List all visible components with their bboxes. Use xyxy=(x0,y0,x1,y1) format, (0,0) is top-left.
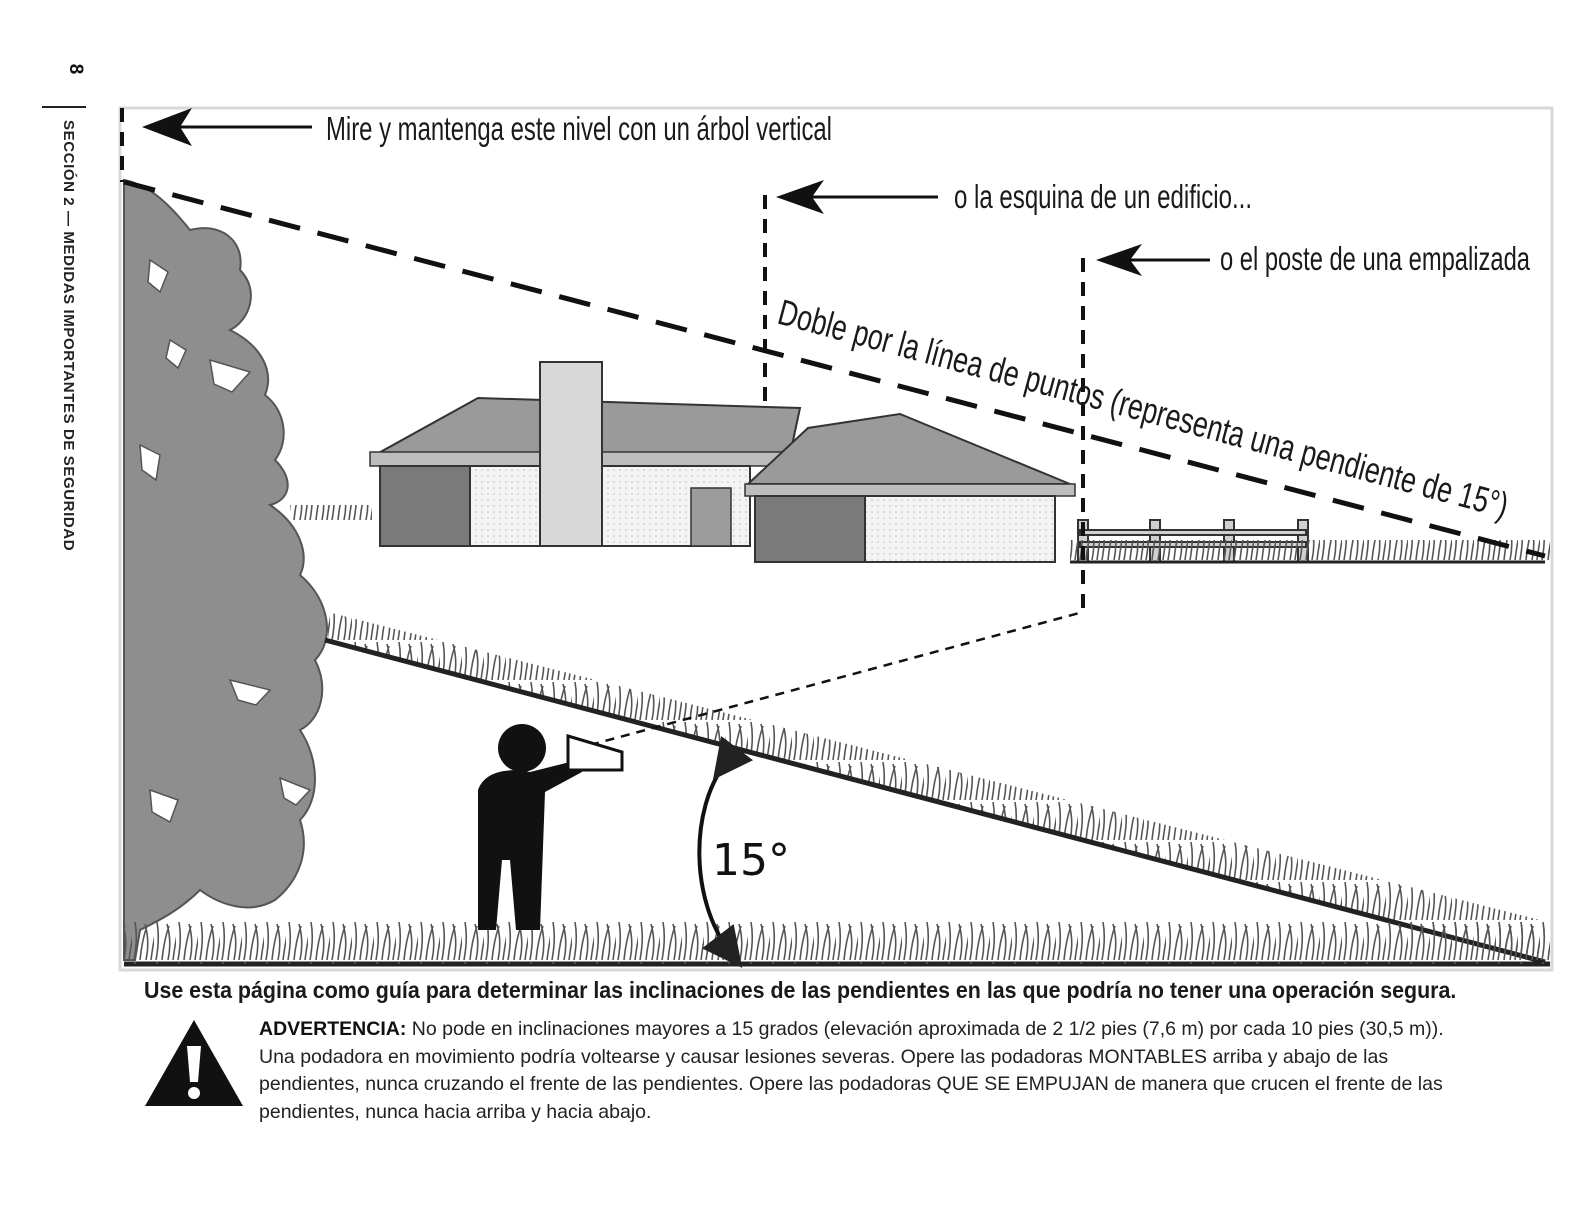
viewer-sight-line xyxy=(589,610,1084,747)
angle-label: 15° xyxy=(712,835,790,886)
building-callout-arrow-head xyxy=(776,180,824,214)
tree-callout-text: Mire y mantenga este nivel con un árbol … xyxy=(326,110,832,147)
warning-label: ADVERTENCIA: xyxy=(259,1018,407,1040)
person-silhouette xyxy=(478,724,582,930)
fence-callout-text: o el poste de una empalizada xyxy=(1220,240,1530,277)
fence-callout-arrow-head xyxy=(1096,244,1142,276)
building-callout-text: o la esquina de un edificio... xyxy=(954,178,1252,215)
sighting-device xyxy=(566,733,624,772)
slope-guide-illustration: 15° Mire y mantenga este nivel con un ár… xyxy=(118,106,1554,972)
slope-grass xyxy=(328,612,1545,962)
tree-leaf-gaps xyxy=(139,258,312,824)
foreground-grass xyxy=(124,920,1550,964)
header-divider xyxy=(42,106,86,108)
warning-body: No pode en inclinaciones mayores a 15 gr… xyxy=(259,1018,1444,1123)
fold-line xyxy=(123,179,1546,559)
tree-callout-arrow-head xyxy=(142,108,192,146)
tree xyxy=(123,178,328,961)
distant-hedge xyxy=(290,505,372,521)
slope-line xyxy=(324,637,1546,965)
illustration-frame xyxy=(118,106,1554,972)
page-caption: Use esta página como guía para determina… xyxy=(144,977,1457,1003)
warning-text-block: ADVERTENCIA: No pode en inclinaciones ma… xyxy=(259,1016,1469,1126)
house xyxy=(369,361,1076,563)
angle-arc xyxy=(697,735,754,968)
warning-triangle-icon xyxy=(143,1018,245,1108)
fence-grass xyxy=(1070,540,1550,562)
